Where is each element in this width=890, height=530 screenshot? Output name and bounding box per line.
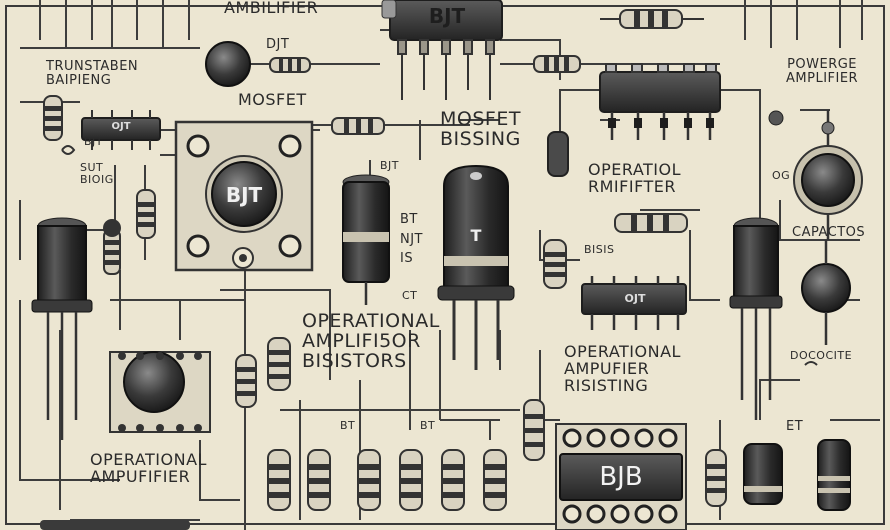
label-mosfet: MOSFET — [238, 90, 307, 109]
resistor-group-top — [269, 9, 704, 233]
ic-chip-small-left — [81, 110, 161, 150]
label-bjt-center-button: BJT — [225, 183, 263, 207]
small-parts — [40, 110, 818, 530]
label-bjt-under-chip: BJT — [84, 135, 104, 148]
transistor-t-center — [437, 164, 515, 370]
ic-chip-top-right — [599, 63, 721, 140]
resistor-row-bottom — [267, 449, 507, 511]
power-knob-right — [793, 110, 863, 240]
label-doocite: DOCOCITE — [790, 349, 853, 362]
label-bt-njt: BT NJT IS — [400, 212, 423, 266]
label-top-amplifier: AMBILIFIER — [224, 0, 319, 17]
label-ct: CT — [402, 289, 418, 302]
label-transistor-t: T — [470, 226, 482, 245]
push-button-top-left — [205, 41, 251, 87]
label-djt: DJT — [266, 37, 290, 52]
label-bisis: BISIS — [584, 243, 615, 256]
transistor-cylinder-left — [31, 217, 93, 440]
label-operational-amplifier-center: OPERATIONAL AMPLIFI5OR BISISTORS — [302, 310, 440, 372]
label-transistor-biasing: TRUNSTABEN BAIPIENG — [46, 59, 139, 88]
label-mosfet-biasing: MOSFET BISSING — [440, 108, 521, 150]
label-og: OG — [772, 169, 791, 182]
label-bjt-center: BJT — [380, 159, 400, 172]
label-bt-row2: BT — [420, 419, 436, 432]
ic-chip-middle-right — [581, 276, 687, 330]
label-power-amplifier: POWERGE AMPLIFIER — [786, 57, 859, 86]
label-bt-row1: BT — [340, 419, 356, 432]
label-et: ET — [786, 419, 804, 434]
label-chip-middle-right: OJT — [624, 292, 646, 305]
push-button-module-center — [174, 120, 314, 272]
op-amp-module-left — [109, 351, 211, 433]
ic-chip-top — [381, 0, 503, 100]
label-bjt-top-chip: BJT — [428, 4, 466, 28]
label-operational-amplifier-right: OPERATIONAL AMPUFIER RISISTING — [564, 342, 681, 395]
capacitors-bottom-right — [743, 439, 851, 511]
label-small-chip-left: OJT — [111, 121, 131, 132]
capacitor-knob-right — [801, 240, 851, 345]
resistor-group-vertical — [43, 95, 727, 507]
ic-chip-bjb-bottom — [555, 423, 687, 530]
label-bjb-chip: BJB — [599, 462, 643, 492]
label-operational-amplifier-left: OPERATIONAL AMPUFIFIER — [90, 450, 207, 486]
transistor-cylinder-right — [729, 217, 783, 420]
label-sut-bioig: SUT BIOIG — [80, 161, 114, 186]
label-operation-amplifier: OPERATIOL RMIFIFTER — [588, 160, 682, 196]
capacitor-cylinder-center — [342, 174, 390, 305]
label-capacitor: CAPACTOS — [792, 225, 866, 240]
